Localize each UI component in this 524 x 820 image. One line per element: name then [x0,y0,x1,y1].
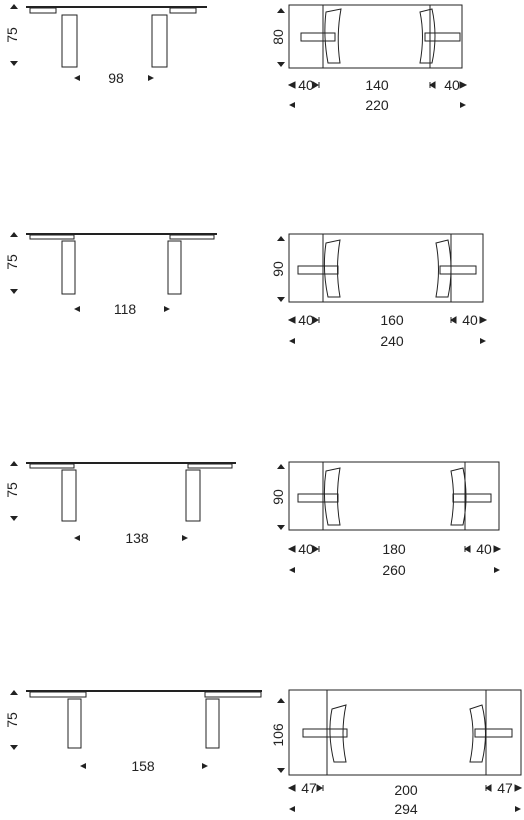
top-width-label: 80 [270,29,286,45]
side-view-2: 75 118 [4,232,217,317]
top-ext-right-label: 40 [462,312,478,328]
top-width-label: 90 [270,489,286,505]
top-middle-label: 180 [382,541,406,557]
top-total-label: 294 [394,801,418,817]
side-length-label: 118 [114,301,137,317]
side-height-label: 75 [4,712,20,728]
top-middle-label: 140 [365,77,389,93]
top-middle-label: 160 [380,312,404,328]
top-width-label: 90 [270,261,286,277]
top-ext-right-label: 40 [476,541,492,557]
side-height-label: 75 [4,482,20,498]
side-height-label: 75 [4,254,20,270]
top-view-2: 90 40 160 40 240 [270,233,488,349]
top-ext-right-label: 40 [444,77,460,93]
top-ext-left-label: 40 [298,77,314,93]
top-width-label: 106 [270,723,286,747]
side-length-label: 158 [131,758,155,774]
top-ext-right-label: 47 [497,780,513,796]
top-middle-label: 200 [394,782,418,798]
top-ext-left-label: 47 [301,780,317,796]
side-view-4: 75 158 [4,690,262,774]
top-total-label: 220 [365,97,389,113]
top-view-4: 106 47 200 47 294 [270,689,523,817]
top-view-1: 80 40 140 40 220 [270,4,468,113]
side-view-3: 75 138 [4,461,236,546]
side-view-1: 75 98 [4,4,207,86]
top-ext-left-label: 40 [298,541,314,557]
top-view-3: 90 40 180 40 260 [270,461,502,578]
side-length-label: 98 [108,70,124,86]
top-total-label: 240 [380,333,404,349]
side-height-label: 75 [4,27,20,43]
top-ext-left-label: 40 [298,312,314,328]
side-length-label: 138 [125,530,149,546]
top-total-label: 260 [382,562,406,578]
